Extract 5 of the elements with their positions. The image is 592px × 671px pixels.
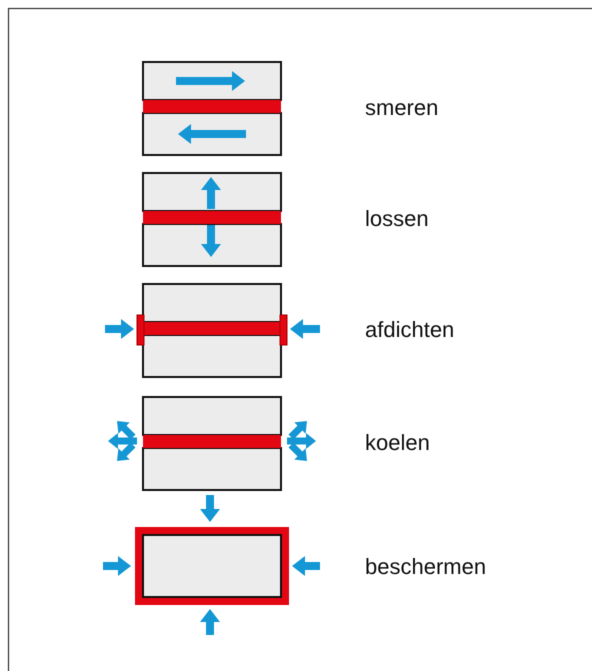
- row-label: afdichten: [365, 317, 454, 343]
- row-label: smeren: [365, 95, 438, 121]
- row-label: koelen: [365, 430, 430, 456]
- row-label: lossen: [365, 206, 429, 232]
- row-label: beschermen: [365, 554, 486, 580]
